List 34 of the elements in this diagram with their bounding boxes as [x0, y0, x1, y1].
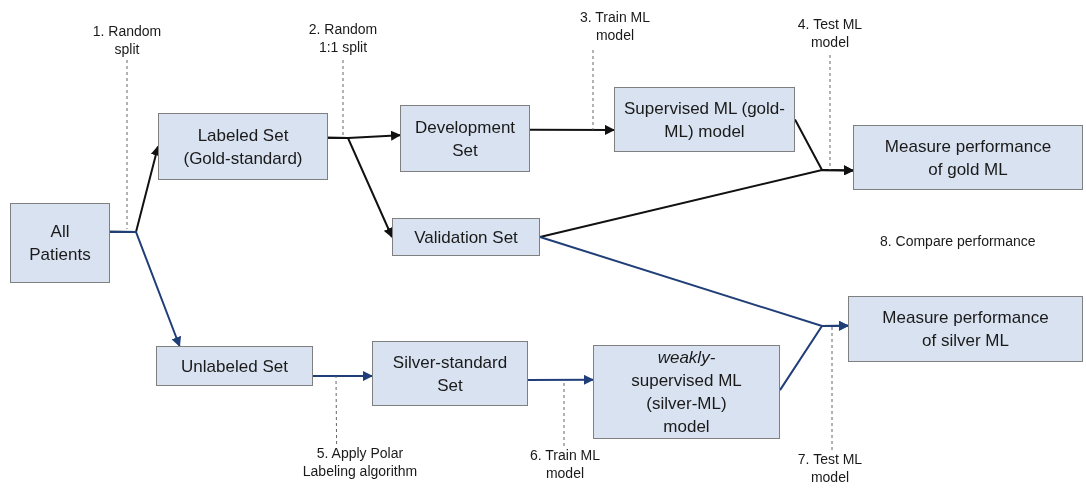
process-box	[400, 105, 530, 172]
box-label: All Patients	[28, 221, 92, 266]
process-box	[614, 87, 795, 152]
leader-line	[831, 325, 833, 451]
leader-line	[592, 49, 594, 131]
box-label: weakly- supervised ML (silver-ML) model	[630, 347, 743, 438]
arrow	[527, 374, 594, 385]
box-label: Supervised ML (gold-ML) model	[623, 97, 786, 143]
process-box	[392, 218, 540, 256]
process-box	[848, 296, 1083, 362]
box-label: Silver-standard Set	[391, 351, 509, 397]
arrow	[539, 165, 854, 238]
step-label: 8. Compare performance	[880, 232, 1037, 250]
box-label: Labeled Set (Gold-standard)	[182, 124, 304, 170]
process-box	[853, 125, 1083, 190]
box-label: Development Set	[413, 116, 517, 162]
arrow	[327, 136, 393, 238]
arrow	[312, 371, 373, 382]
arrow	[779, 320, 849, 392]
process-box	[10, 203, 110, 283]
box-label: Measure performance of silver ML	[881, 307, 1050, 352]
leader-line	[335, 375, 338, 445]
process-box	[156, 346, 313, 386]
box-label: Validation Set	[414, 226, 518, 249]
leader-line	[829, 54, 831, 171]
process-box	[158, 113, 328, 180]
arrow	[529, 124, 615, 135]
arrow	[109, 230, 181, 347]
process-box	[593, 345, 780, 439]
process-box	[372, 341, 528, 406]
leader-line	[342, 59, 344, 136]
leader-line	[126, 59, 128, 230]
box-label: Unlabeled Set	[181, 355, 288, 378]
box-label: Measure performance of gold ML	[883, 135, 1053, 181]
